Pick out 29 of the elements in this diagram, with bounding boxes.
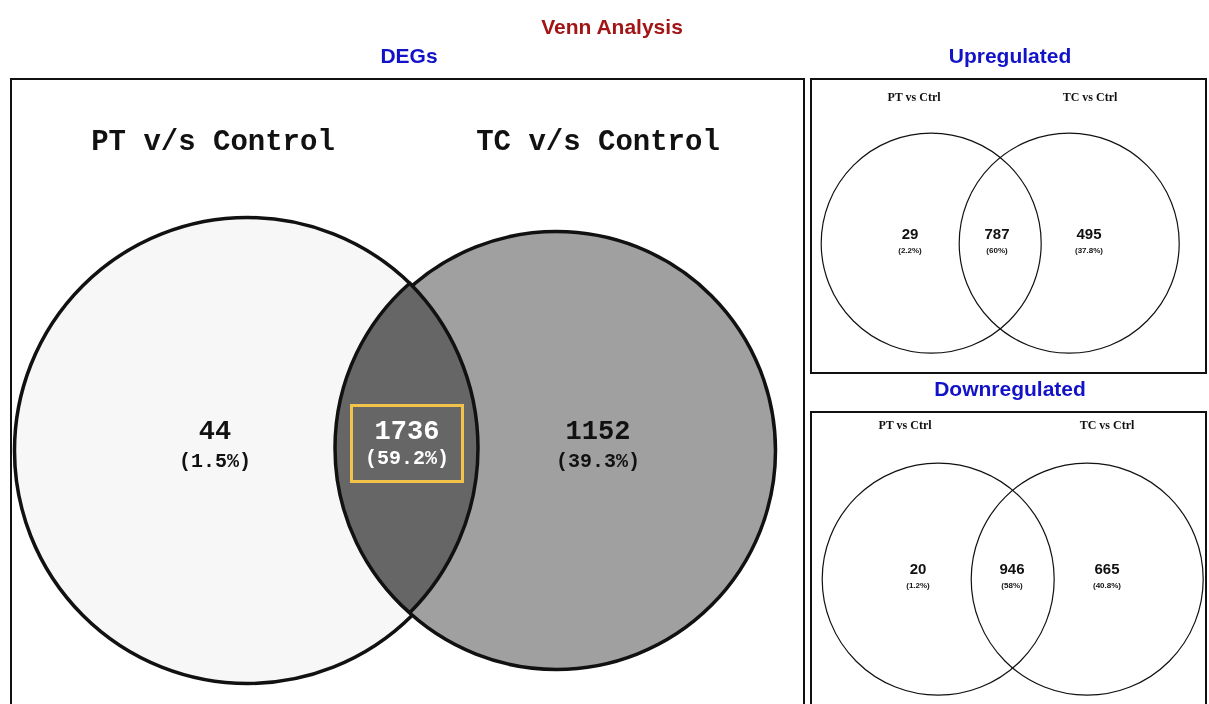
count-value: 495 [1076, 224, 1102, 242]
count-value: 665 [1094, 559, 1120, 577]
set-label: TC vs Ctrl [1062, 89, 1118, 105]
panel-heading: Upregulated [948, 44, 1072, 68]
count-value: 20 [909, 559, 927, 577]
chart-title: Venn Analysis [541, 15, 683, 39]
panel-heading: Downregulated [934, 377, 1086, 401]
panel-heading: DEGs [380, 44, 438, 68]
set-label: PT v/s Control [91, 125, 335, 159]
count-value: 29 [901, 224, 919, 242]
percent-value: (60%) [986, 245, 1008, 255]
percent-value: (1.5%) [179, 449, 251, 473]
percent-value: (40.8%) [1093, 580, 1121, 590]
percent-value: (37.8%) [1075, 245, 1103, 255]
count-value: 1152 [565, 417, 631, 447]
highlight-box [350, 404, 464, 483]
percent-value: (2.2%) [898, 245, 922, 255]
count-value: 1736 [374, 416, 440, 447]
percent-value: (39.3%) [556, 449, 640, 473]
percent-value: (1.2%) [906, 580, 930, 590]
percent-value: (59.2%) [365, 446, 449, 471]
count-value: 787 [984, 224, 1010, 242]
count-value: 946 [999, 559, 1025, 577]
set-label: PT vs Ctrl [887, 89, 941, 105]
set-label: TC v/s Control [476, 125, 720, 159]
set-label: TC vs Ctrl [1079, 417, 1135, 433]
count-value: 44 [198, 417, 232, 447]
percent-value: (58%) [1001, 580, 1023, 590]
set-label: PT vs Ctrl [878, 417, 932, 433]
